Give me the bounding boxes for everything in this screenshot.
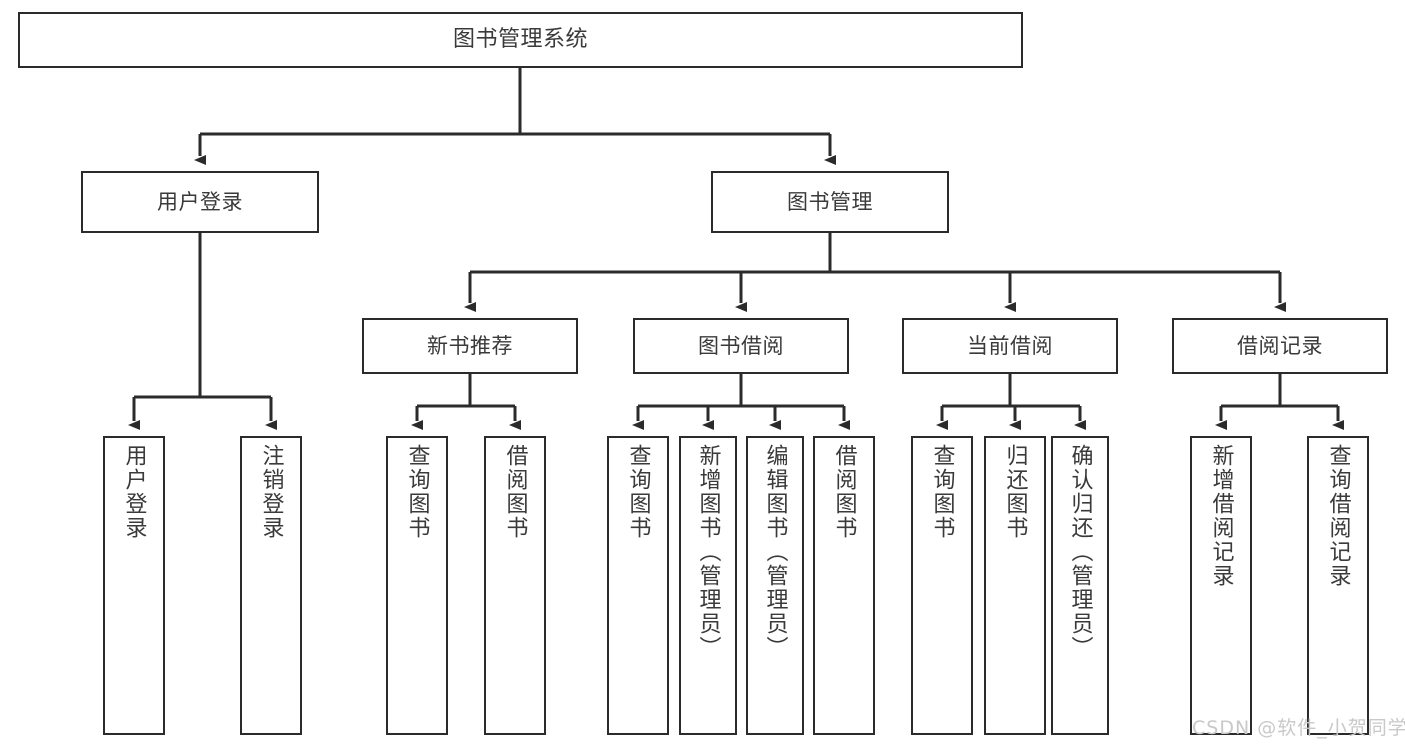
node-label: 查询图书 xyxy=(625,444,651,540)
node-user-login[interactable]: 用户登录 xyxy=(81,171,319,233)
node-label: 编辑图书（管理员） xyxy=(762,444,788,660)
leaf-node-return-book[interactable]: 归还图书 xyxy=(984,436,1046,735)
csdn-watermark: CSDN @软件_小贺同学 xyxy=(1192,717,1405,739)
node-label: 借阅记录 xyxy=(1237,333,1323,358)
node-label: 图书借阅 xyxy=(698,333,784,358)
node-borrow-record[interactable]: 借阅记录 xyxy=(1172,318,1388,374)
node-label: 新书推荐 xyxy=(427,333,513,358)
leaf-node-edit-book-admin[interactable]: 编辑图书（管理员） xyxy=(746,436,804,735)
leaf-node-confirm-return-admin[interactable]: 确认归还（管理员） xyxy=(1051,436,1109,735)
node-label: 用户登录 xyxy=(121,444,147,540)
leaf-node-add-book-admin[interactable]: 新增图书（管理员） xyxy=(679,436,737,735)
node-new-book-recommend[interactable]: 新书推荐 xyxy=(362,318,578,374)
node-label: 图书管理系统 xyxy=(452,27,588,53)
node-label: 查询图书 xyxy=(404,444,430,540)
node-label: 归还图书 xyxy=(1002,444,1028,540)
leaf-node-borrow-book-1[interactable]: 借阅图书 xyxy=(484,436,546,735)
node-label: 新增图书（管理员） xyxy=(695,444,721,660)
node-label: 用户登录 xyxy=(157,189,243,214)
leaf-node-query-book-1[interactable]: 查询图书 xyxy=(386,436,448,735)
node-label: 新增借阅记录 xyxy=(1208,444,1234,588)
node-root-book-management-system[interactable]: 图书管理系统 xyxy=(18,12,1023,68)
leaf-node-query-book-2[interactable]: 查询图书 xyxy=(607,436,669,735)
node-book-management[interactable]: 图书管理 xyxy=(711,171,949,233)
node-label: 借阅图书 xyxy=(502,444,528,540)
node-current-borrow[interactable]: 当前借阅 xyxy=(902,318,1118,374)
node-book-borrow[interactable]: 图书借阅 xyxy=(633,318,849,374)
leaf-node-logout-login[interactable]: 注销登录 xyxy=(240,436,302,735)
leaf-node-query-book-3[interactable]: 查询图书 xyxy=(911,436,973,735)
leaf-node-add-borrow-record[interactable]: 新增借阅记录 xyxy=(1190,436,1252,735)
leaf-node-borrow-book-2[interactable]: 借阅图书 xyxy=(813,436,875,735)
leaf-node-user-login[interactable]: 用户登录 xyxy=(103,436,165,735)
node-label: 确认归还（管理员） xyxy=(1067,444,1093,660)
node-label: 查询图书 xyxy=(929,444,955,540)
node-label: 图书管理 xyxy=(787,189,873,214)
node-label: 注销登录 xyxy=(258,444,284,540)
node-label: 借阅图书 xyxy=(831,444,857,540)
node-label: 当前借阅 xyxy=(967,333,1053,358)
leaf-node-query-borrow-record[interactable]: 查询借阅记录 xyxy=(1307,436,1369,735)
node-label: 查询借阅记录 xyxy=(1325,444,1351,588)
